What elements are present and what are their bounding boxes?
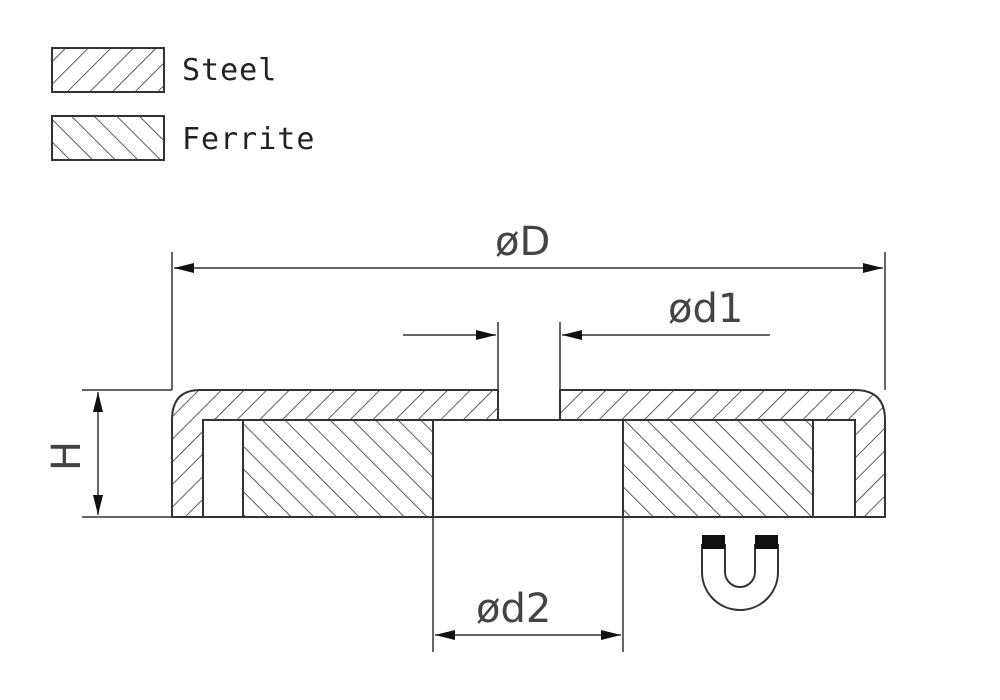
steel-cup-left bbox=[171, 389, 499, 518]
dimension-height: H bbox=[44, 389, 172, 518]
ferrite-ring-left bbox=[242, 419, 434, 518]
horseshoe-magnet-icon bbox=[701, 535, 779, 611]
magnet-pole-left bbox=[702, 535, 725, 549]
magnet-body bbox=[701, 544, 779, 611]
legend: Steel Ferrite bbox=[51, 47, 315, 161]
legend-ferrite: Ferrite bbox=[51, 115, 315, 161]
inner-diameter-label: ød2 bbox=[476, 586, 551, 632]
steel-label: Steel bbox=[182, 53, 277, 88]
dimension-outer-diameter: øD bbox=[171, 219, 886, 390]
cross-section bbox=[171, 389, 886, 518]
height-label: H bbox=[44, 441, 90, 471]
legend-steel: Steel bbox=[51, 47, 277, 93]
hole-diameter-label: ød1 bbox=[668, 286, 743, 332]
ferrite-label: Ferrite bbox=[182, 122, 315, 157]
magnet-pole-right bbox=[755, 535, 778, 549]
steel-cup-right bbox=[559, 389, 886, 518]
ferrite-ring-right bbox=[622, 419, 814, 518]
ferrite-swatch bbox=[51, 115, 165, 161]
outer-diameter-label: øD bbox=[495, 219, 550, 265]
steel-swatch bbox=[51, 47, 165, 93]
dimension-hole-diameter: ød1 bbox=[403, 286, 770, 390]
dimension-inner-diameter: ød2 bbox=[432, 517, 624, 652]
